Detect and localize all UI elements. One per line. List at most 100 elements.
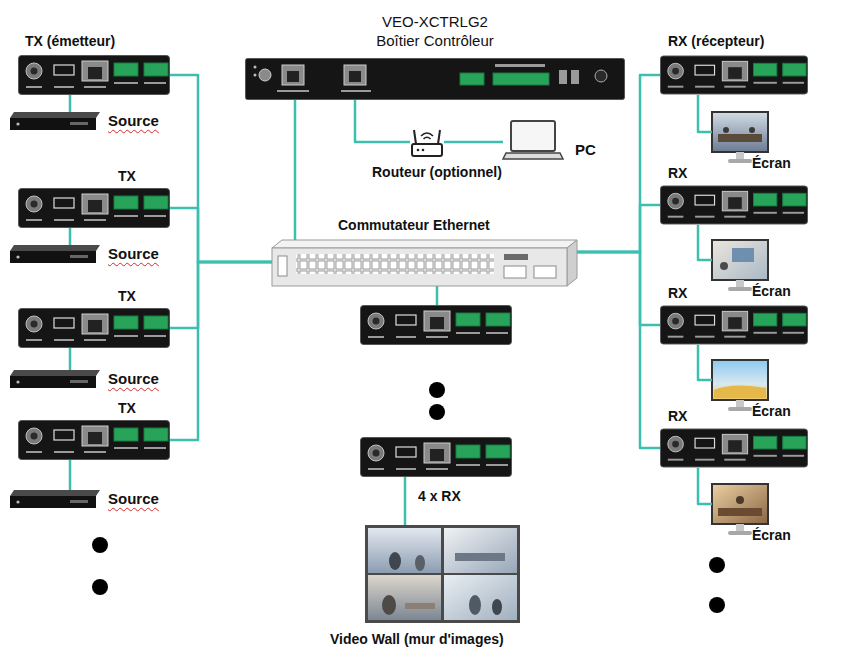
ir-port <box>595 70 607 82</box>
rx-extender <box>660 306 807 344</box>
screen-picture <box>720 262 728 270</box>
ethernet-cable <box>577 252 660 448</box>
hdmi-source <box>10 370 100 388</box>
switch-side <box>567 240 577 286</box>
node-label: Source <box>108 111 159 130</box>
node-label: TX <box>118 287 136 306</box>
led <box>422 149 425 152</box>
node-label: Source <box>108 244 159 263</box>
tx-extender <box>19 309 170 348</box>
panel-picture <box>405 603 435 609</box>
print-mark <box>277 90 309 92</box>
router-icon <box>412 130 442 156</box>
hdmi-cable <box>404 477 407 525</box>
led <box>254 66 257 69</box>
tx-extender <box>19 189 170 228</box>
ethernet-cable <box>294 100 297 240</box>
display-screen: Écran <box>712 112 768 152</box>
continuation-dot <box>429 382 445 398</box>
rx-extender: RX <box>660 305 808 345</box>
monitor-screen <box>712 360 768 400</box>
screen-picture <box>732 248 754 262</box>
node-label: 4 x RX <box>418 487 461 506</box>
switch-power <box>278 256 287 276</box>
print-mark <box>341 90 371 92</box>
monitor-screen <box>712 112 768 152</box>
node-label: RX <box>668 407 687 426</box>
panel-picture <box>382 595 396 615</box>
display-screen: Écran <box>712 484 768 524</box>
router-antenna <box>438 130 440 144</box>
screen-picture <box>718 134 762 142</box>
router-icon: Routeur (optionnel) <box>410 126 444 158</box>
tx-extender: TX <box>18 188 170 228</box>
hdmi-cable <box>698 225 712 260</box>
sfp-port <box>504 266 526 278</box>
hdmi-cable <box>698 468 712 504</box>
hdmi-source <box>10 490 100 508</box>
laptop-base <box>503 153 563 159</box>
ethernet-cable <box>170 262 272 328</box>
hdmi-cable <box>698 95 712 132</box>
rx-extender <box>660 56 807 94</box>
node-label: Source <box>108 369 159 388</box>
hdmi-cable <box>69 348 72 370</box>
node-label: PC <box>575 140 596 159</box>
led <box>254 74 257 77</box>
router-body <box>412 144 442 156</box>
switch-front <box>272 248 567 286</box>
video-wall-panel <box>444 528 517 573</box>
dip-switch <box>559 70 567 84</box>
panel-picture <box>492 599 502 615</box>
node-label: Commutateur Ethernet <box>338 216 490 235</box>
node-label: VEO-XCTRLG2 Boîtier Contrôleur <box>360 12 510 50</box>
sfp-port <box>534 266 556 278</box>
panel-picture <box>389 552 401 570</box>
monitor-base <box>728 159 752 163</box>
monitor-base <box>728 531 752 535</box>
continuation-dot <box>92 537 108 553</box>
switch-port-row <box>296 254 494 274</box>
tx-extender <box>19 56 170 95</box>
power-jack <box>259 69 271 81</box>
display-screen: Écran <box>712 240 768 280</box>
node-label: RX <box>668 164 687 183</box>
continuation-dot <box>429 404 445 420</box>
ethernet-cable <box>170 262 272 440</box>
tx-extender: TX (émetteur) <box>18 55 170 95</box>
panel-picture <box>455 553 505 561</box>
display-screen: Écran <box>712 360 768 400</box>
wifi-arc <box>424 137 431 139</box>
rx-extender <box>361 438 512 477</box>
monitor-base <box>728 407 752 411</box>
ethernet-switch: Commutateur Ethernet <box>272 240 577 286</box>
ethernet-cable <box>170 75 272 262</box>
hdmi-source <box>10 245 100 263</box>
led <box>417 149 420 152</box>
rj45-port <box>282 65 304 85</box>
panel-picture <box>469 595 481 615</box>
continuation-dot <box>709 557 725 573</box>
node-label: Écran <box>752 282 791 301</box>
ethernet-cable <box>170 208 272 262</box>
pc-laptop: PC <box>503 120 563 160</box>
continuation-dot <box>709 597 725 613</box>
rj45-hole <box>349 71 361 82</box>
terminal-block <box>493 73 549 85</box>
hdmi-source: Source <box>10 112 100 130</box>
node-label: TX (émetteur) <box>25 32 115 51</box>
controller-body <box>246 59 625 100</box>
hdmi-cable <box>69 460 72 490</box>
rj45-port <box>344 65 366 85</box>
ethernet-cable <box>355 100 410 142</box>
rx-extender <box>361 306 512 345</box>
hdmi-cable <box>69 228 72 245</box>
hdmi-source: Source <box>10 370 100 388</box>
video-wall-panel <box>444 575 517 620</box>
ethernet-cable <box>577 75 660 252</box>
rx-extender <box>660 429 807 467</box>
router-antenna <box>414 130 416 144</box>
ethernet-cable <box>444 141 503 144</box>
video-wall <box>365 525 520 623</box>
node-label: Routeur (optionnel) <box>372 163 502 182</box>
